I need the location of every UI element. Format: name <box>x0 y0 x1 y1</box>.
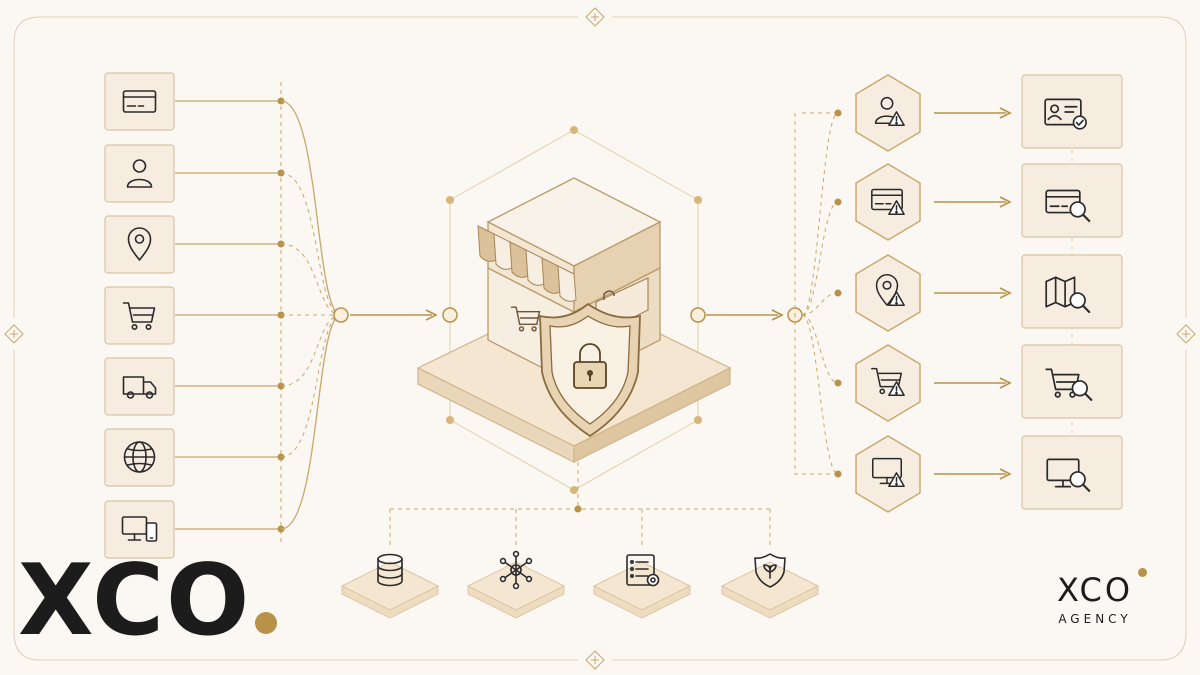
monitor-warning-icon <box>871 457 905 487</box>
input-source-box <box>104 144 175 203</box>
location-pin-icon <box>127 227 152 261</box>
verification-box <box>1021 254 1123 329</box>
monitor-search-icon <box>1046 458 1091 492</box>
input-source-box <box>104 357 175 416</box>
frame-ornament <box>1176 324 1196 344</box>
shield-lock-icon <box>539 302 641 438</box>
service-tile <box>720 553 820 619</box>
shield-leaf-icon <box>754 553 786 588</box>
risk-hexagon <box>855 254 921 332</box>
input-merge-node <box>333 307 349 323</box>
risk-hexagon <box>855 163 921 241</box>
verification-results <box>1021 74 1123 510</box>
risk-connectors <box>706 107 1012 480</box>
input-curve <box>280 100 342 316</box>
secure-store-icon <box>416 177 732 463</box>
verification-box <box>1021 74 1123 149</box>
input-source-box <box>104 500 175 559</box>
id-card-verified-icon <box>1044 98 1087 130</box>
hex-node <box>570 486 578 494</box>
brand-dot-small <box>1138 568 1148 577</box>
hex-node <box>446 196 454 204</box>
devices-icon <box>121 516 158 542</box>
input-curve <box>280 243 342 316</box>
location-warning-icon <box>875 274 905 306</box>
brand-logo-left: XCO <box>18 552 278 650</box>
input-arrow-head <box>425 309 438 321</box>
input-source-box <box>104 428 175 487</box>
card-warning-icon <box>871 188 905 215</box>
center-out-node <box>690 307 706 323</box>
risk-hexagon <box>855 74 921 152</box>
input-source-box <box>104 286 175 345</box>
verification-box <box>1021 344 1123 419</box>
globe-icon <box>123 441 156 473</box>
cart-warning-icon <box>871 367 905 396</box>
input-curve <box>280 314 342 387</box>
shopping-cart-icon <box>122 302 156 330</box>
brand-logo-right: XCO AGENCY <box>1040 568 1150 626</box>
service-tile <box>340 553 440 619</box>
settings-list-icon <box>626 554 660 587</box>
hex-node <box>694 416 702 424</box>
risk-hexagon <box>855 435 921 513</box>
frame-ornament <box>4 324 24 344</box>
network-hub-icon <box>499 550 533 590</box>
input-source-box <box>104 215 175 274</box>
verification-box <box>1021 163 1123 238</box>
hex-node <box>446 416 454 424</box>
input-sources <box>104 72 175 559</box>
user-warning-icon <box>874 96 905 126</box>
frame-ornament <box>585 7 605 27</box>
delivery-truck-icon <box>122 376 157 399</box>
input-curve <box>280 314 342 530</box>
service-tile <box>592 554 692 619</box>
credit-card-icon <box>122 90 157 113</box>
risk-hexagons <box>855 74 921 513</box>
center-in-node <box>442 307 458 323</box>
input-connectors <box>175 82 438 545</box>
cart-search-icon <box>1045 368 1093 401</box>
bottom-services <box>340 462 820 619</box>
risk-hexagon <box>855 344 921 422</box>
input-curve <box>280 314 342 458</box>
frame-ornament <box>585 650 605 670</box>
secure-store <box>416 126 732 494</box>
brand-name-right: XCO <box>1056 571 1134 609</box>
service-tile <box>466 550 566 619</box>
input-curve <box>280 172 342 316</box>
map-search-icon <box>1045 276 1091 313</box>
brand-name-left: XCO <box>18 544 252 658</box>
user-icon <box>126 159 153 188</box>
input-source-box <box>104 72 175 131</box>
brand-dot <box>255 612 278 634</box>
frame-border <box>4 7 1196 670</box>
card-search-icon <box>1045 189 1091 222</box>
hex-node <box>694 196 702 204</box>
database-icon <box>377 553 403 587</box>
brand-subtitle: AGENCY <box>1058 612 1132 626</box>
hex-node <box>570 126 578 134</box>
verification-box <box>1021 435 1123 510</box>
